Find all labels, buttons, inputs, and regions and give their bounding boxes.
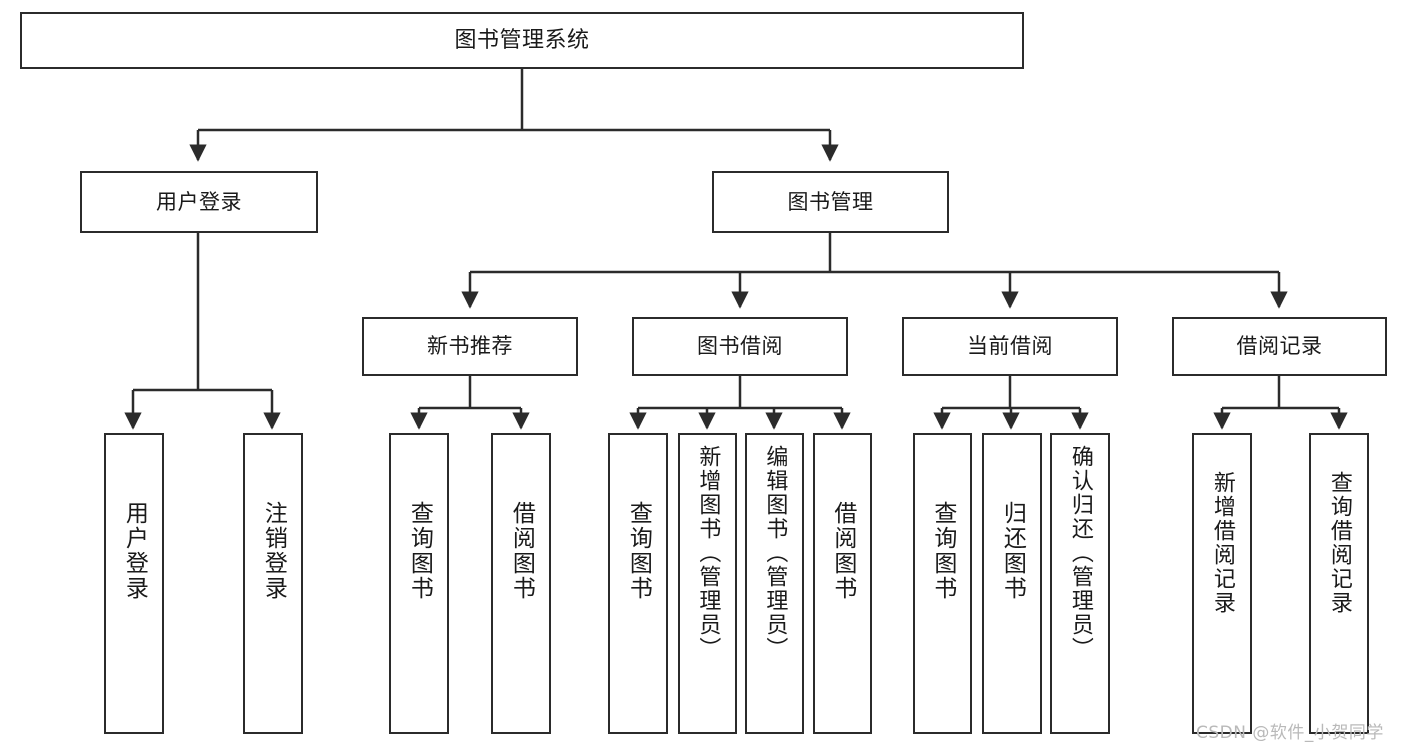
node-current-borrow[interactable]: 当前借阅 xyxy=(902,317,1118,376)
leaf-borrow-book-1[interactable]: 借阅图书 xyxy=(491,433,551,734)
leaf-add-record-label: 新增借阅记录 xyxy=(1209,471,1235,615)
node-root-label: 图书管理系统 xyxy=(454,27,590,53)
leaf-query-record[interactable]: 查询借阅记录 xyxy=(1309,433,1369,734)
node-user-login[interactable]: 用户登录 xyxy=(80,171,318,233)
leaf-logout[interactable]: 注销登录 xyxy=(243,433,303,734)
leaf-add-record[interactable]: 新增借阅记录 xyxy=(1192,433,1252,734)
node-borrow-record-label: 借阅记录 xyxy=(1236,334,1323,359)
leaf-query-record-label: 查询借阅记录 xyxy=(1326,471,1352,615)
leaf-return-book-label: 归还图书 xyxy=(999,501,1026,601)
leaf-confirm-return[interactable]: 确认归还（管理员） xyxy=(1050,433,1110,734)
leaf-query-book-2[interactable]: 查询图书 xyxy=(608,433,668,734)
leaf-query-book-1[interactable]: 查询图书 xyxy=(389,433,449,734)
node-current-borrow-label: 当前借阅 xyxy=(967,334,1053,359)
leaf-user-login-label: 用户登录 xyxy=(121,501,148,601)
leaf-add-book-label: 新增图书（管理员） xyxy=(695,445,721,661)
node-new-book-rec[interactable]: 新书推荐 xyxy=(362,317,578,376)
node-book-borrow-label: 图书借阅 xyxy=(697,334,783,359)
leaf-borrow-book-1-label: 借阅图书 xyxy=(508,501,535,601)
csdn-watermark: CSDN @软件_小贺同学 xyxy=(1196,723,1384,743)
leaf-add-book[interactable]: 新增图书（管理员） xyxy=(678,433,737,734)
leaf-borrow-book-2-label: 借阅图书 xyxy=(829,501,856,601)
leaf-edit-book[interactable]: 编辑图书（管理员） xyxy=(745,433,804,734)
leaf-edit-book-label: 编辑图书（管理员） xyxy=(762,445,788,661)
leaf-user-login[interactable]: 用户登录 xyxy=(104,433,164,734)
node-user-login-label: 用户登录 xyxy=(156,189,242,214)
node-book-manage[interactable]: 图书管理 xyxy=(712,171,949,233)
node-root[interactable]: 图书管理系统 xyxy=(20,12,1024,69)
leaf-borrow-book-2[interactable]: 借阅图书 xyxy=(813,433,872,734)
leaf-logout-label: 注销登录 xyxy=(260,501,287,601)
node-new-book-rec-label: 新书推荐 xyxy=(427,334,513,359)
leaf-query-book-3-label: 查询图书 xyxy=(929,501,956,601)
node-book-borrow[interactable]: 图书借阅 xyxy=(632,317,848,376)
leaf-query-book-2-label: 查询图书 xyxy=(625,501,652,601)
node-borrow-record[interactable]: 借阅记录 xyxy=(1172,317,1387,376)
leaf-confirm-return-label: 确认归还（管理员） xyxy=(1067,445,1093,661)
leaf-query-book-3[interactable]: 查询图书 xyxy=(913,433,972,734)
leaf-return-book[interactable]: 归还图书 xyxy=(982,433,1042,734)
leaf-query-book-1-label: 查询图书 xyxy=(406,501,433,601)
node-book-manage-label: 图书管理 xyxy=(787,189,874,214)
